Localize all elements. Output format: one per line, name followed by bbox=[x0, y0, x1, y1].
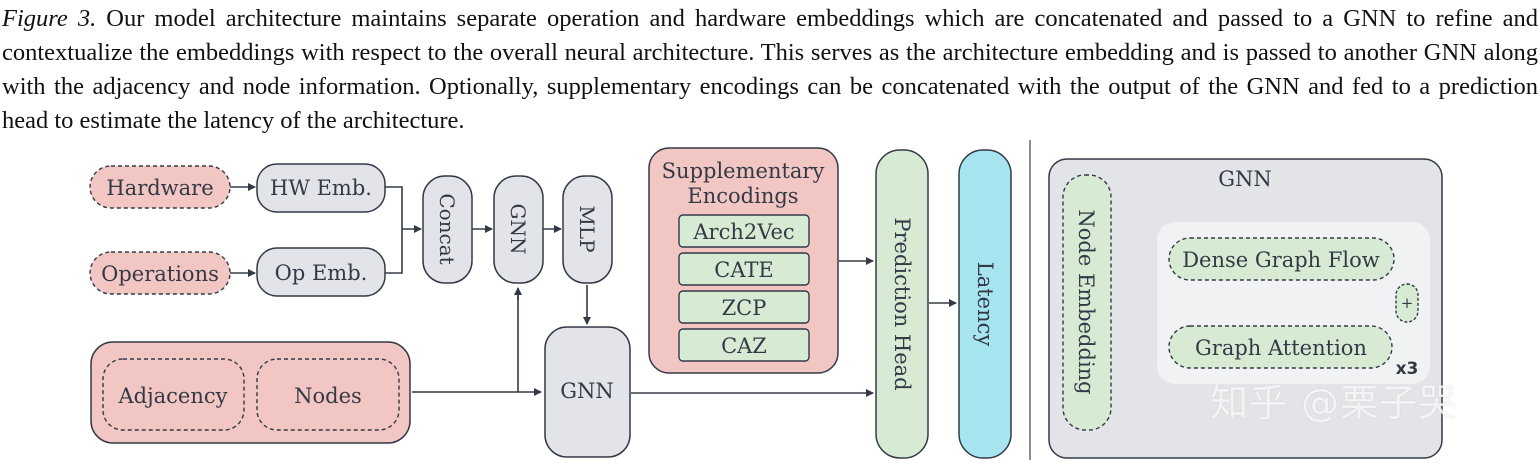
encoding-item-cate: CATE bbox=[714, 258, 773, 282]
node-embedding-label: Node Embedding bbox=[1074, 209, 1098, 394]
mlp-block: MLP bbox=[562, 175, 613, 284]
hardware-label: Hardware bbox=[106, 176, 213, 200]
adjacency-label: Adjacency bbox=[118, 384, 228, 408]
concat-label: Concat bbox=[435, 193, 459, 264]
gnn-main-block: GNN bbox=[544, 326, 631, 458]
op-emb-block: Op Emb. bbox=[256, 247, 386, 297]
figure-label: Figure 3. bbox=[2, 5, 97, 32]
hw-emb-block: HW Emb. bbox=[256, 163, 386, 213]
graph-input-panel: Adjacency Nodes bbox=[90, 341, 411, 444]
gnn-main-label: GNN bbox=[560, 379, 614, 403]
dense-graph-flow-label: Dense Graph Flow bbox=[1182, 248, 1380, 272]
supplementary-title-line2: Encodings bbox=[687, 184, 798, 208]
gnn-small-label: GNN bbox=[506, 204, 530, 255]
latency-block: Latency bbox=[958, 149, 1012, 459]
operations-label: Operations bbox=[101, 262, 219, 286]
supplementary-title-line1: Supplementary bbox=[662, 159, 825, 183]
hardware-input: Hardware bbox=[89, 165, 231, 209]
graph-attention-label: Graph Attention bbox=[1195, 336, 1367, 360]
gnn-detail-panel: GNN Node Embedding Dense Graph Flow Grap… bbox=[1048, 158, 1443, 459]
nodes-label: Nodes bbox=[294, 384, 362, 408]
operations-input: Operations bbox=[89, 251, 231, 295]
prediction-head-label: Prediction Head bbox=[890, 217, 914, 390]
plus-operator: + bbox=[1401, 294, 1414, 312]
hw-emb-label: HW Emb. bbox=[270, 176, 372, 200]
op-emb-label: Op Emb. bbox=[275, 261, 368, 285]
prediction-head-block: Prediction Head bbox=[875, 149, 929, 459]
concat-block: Concat bbox=[422, 175, 473, 284]
architecture-diagram: Hardware Operations HW Emb. Op Emb. Conc… bbox=[0, 140, 1540, 460]
gnn-small-block: GNN bbox=[493, 175, 544, 284]
repeat-label: x3 bbox=[1396, 359, 1419, 379]
encoding-item-arch2vec: Arch2Vec bbox=[692, 220, 794, 244]
figure-caption: Figure 3. Our model architecture maintai… bbox=[2, 2, 1538, 138]
caption-text: Our model architecture maintains separat… bbox=[2, 5, 1539, 134]
supplementary-encodings-panel: Supplementary Encodings Arch2Vec CATE ZC… bbox=[648, 147, 839, 374]
encoding-item-zcp: ZCP bbox=[722, 296, 767, 320]
encoding-item-caz: CAZ bbox=[721, 334, 767, 358]
watermark: 知乎 @栗子哭 bbox=[1210, 381, 1458, 425]
gnn-detail-title: GNN bbox=[1218, 167, 1272, 191]
mlp-label: MLP bbox=[575, 205, 599, 252]
latency-label: Latency bbox=[973, 262, 997, 347]
